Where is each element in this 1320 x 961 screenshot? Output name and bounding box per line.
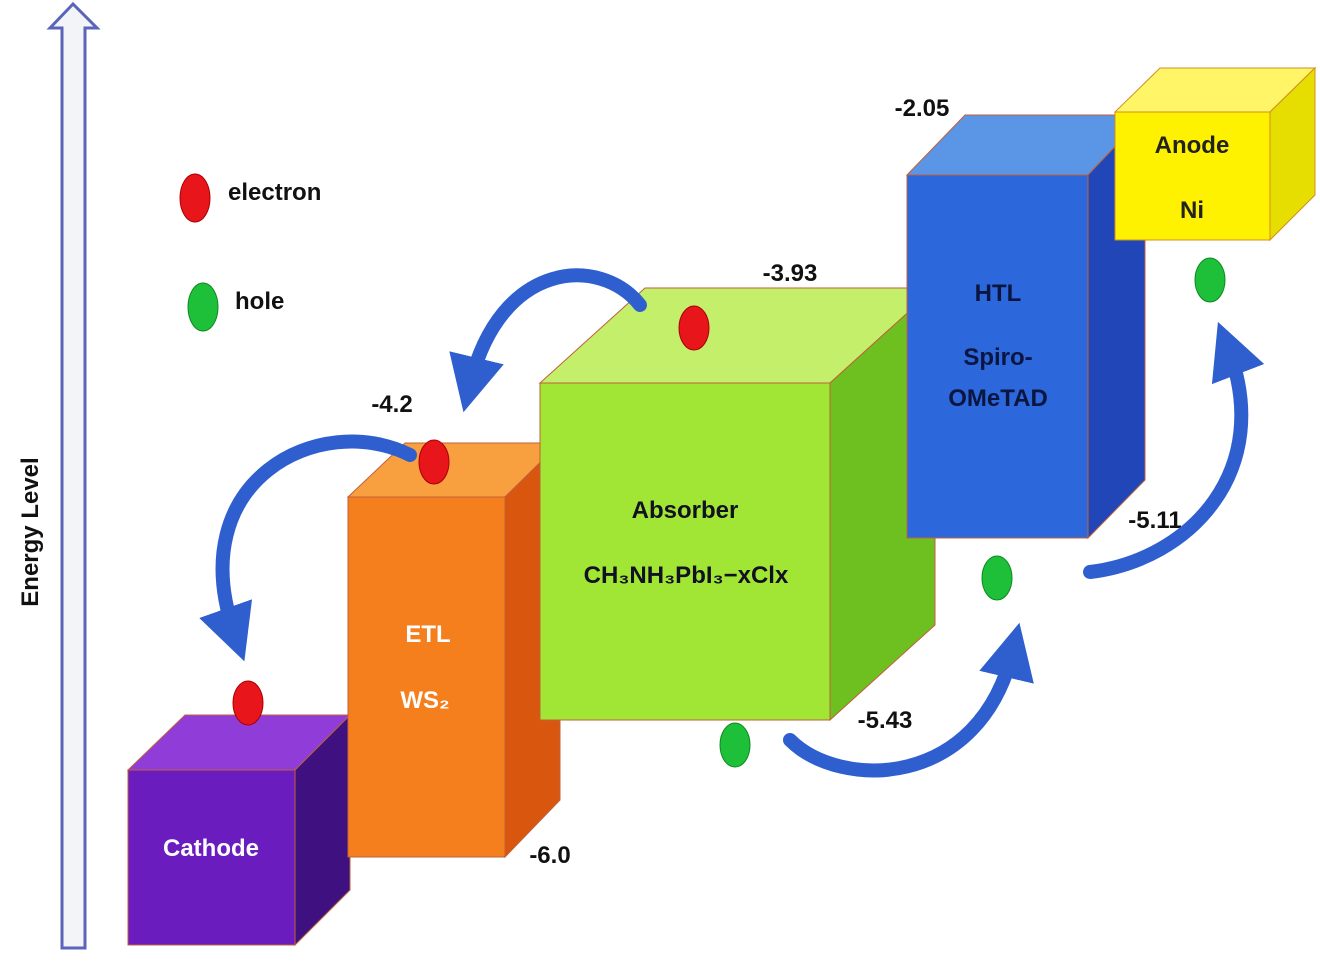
etl-lumo-value: -4.2	[371, 391, 412, 418]
electron-transfer-arrow-etl-to-cathode	[199, 434, 417, 662]
etl-block: ETL WS₂	[346, 441, 562, 859]
absorber-block: Absorber CH₃NH₃PbI₃−xClx	[538, 286, 937, 722]
legend: electron hole	[179, 173, 321, 332]
hole-transfer-arrow-htl-to-anode	[1083, 321, 1265, 579]
cathode-block: Cathode	[126, 713, 352, 947]
absorber-lumo-value: -3.93	[763, 260, 818, 287]
anode-label: Anode	[1155, 132, 1230, 159]
hole-anode	[1194, 257, 1226, 303]
etl-material: WS₂	[400, 687, 449, 714]
hole-absorber	[719, 722, 751, 768]
cathode-label: Cathode	[163, 835, 259, 862]
legend-hole-marker	[187, 282, 219, 332]
electron-cathode	[232, 680, 264, 726]
htl-lumo-value: -2.05	[895, 95, 950, 122]
absorber-material: CH₃NH₃PbI₃−xClx	[584, 562, 789, 589]
electron-absorber	[678, 305, 710, 351]
etl-homo-value: -6.0	[529, 842, 570, 869]
etl-label: ETL	[405, 621, 450, 648]
absorber-homo-value: -5.43	[858, 707, 913, 734]
charge-transfer-arrows	[199, 268, 1265, 778]
absorber-label: Absorber	[632, 497, 739, 524]
energy-axis-label: Energy Level	[17, 457, 44, 606]
htl-label: HTL	[975, 280, 1022, 307]
legend-electron-label: electron	[228, 179, 321, 206]
carriers	[232, 257, 1226, 768]
hole-htl	[981, 555, 1013, 601]
legend-hole-label: hole	[235, 288, 284, 315]
htl-material-line1: Spiro-	[963, 344, 1032, 371]
energy-axis-arrow	[46, 1, 101, 950]
hole-transfer-arrow-absorber-to-htl	[783, 622, 1034, 778]
legend-electron-marker	[179, 173, 211, 223]
htl-material-line2: OMeTAD	[948, 385, 1048, 412]
htl-block: HTL Spiro- OMeTAD	[905, 113, 1147, 540]
electron-etl	[418, 439, 450, 485]
anode-material: Ni	[1180, 197, 1204, 224]
htl-homo-value: -5.11	[1128, 507, 1181, 534]
anode-block: Anode Ni	[1113, 66, 1317, 242]
electron-transfer-arrow-absorber-to-etl	[449, 268, 647, 413]
